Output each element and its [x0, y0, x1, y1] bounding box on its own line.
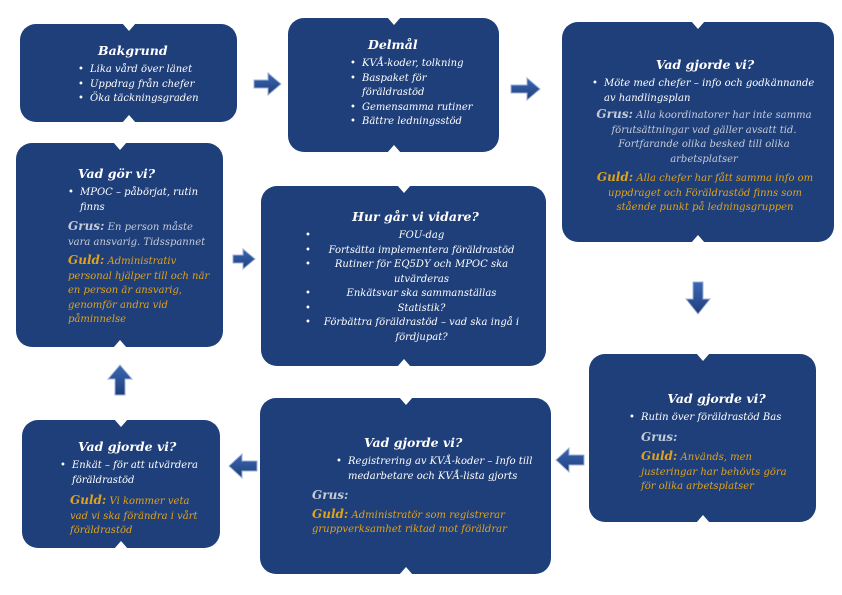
arrow-right-1 — [253, 71, 282, 97]
guld-text: Vi kommer veta vad vi ska förändra i vår… — [70, 496, 198, 537]
box-notch — [114, 541, 128, 549]
arrow-right-3 — [232, 247, 256, 271]
guld-label: Guld: — [596, 170, 634, 185]
arrow-left-2 — [228, 452, 258, 480]
list-item: Gemensamma rutiner — [350, 101, 489, 116]
box-notch — [396, 359, 411, 367]
box-notch — [691, 235, 705, 243]
arrow-down-1 — [684, 281, 712, 315]
grus-text: En person måste vara ansvarig. Tidsspann… — [68, 222, 206, 248]
guld-label: Guld: — [68, 253, 105, 268]
box-vad-gor: Vad gör vi? MPOC – påbörjat, rutin finns… — [16, 142, 223, 348]
item-list: Registrering av KVÅ-koder – Info till me… — [312, 455, 535, 484]
list-item: FOU-dag — [305, 229, 526, 244]
box-title: Vad gjorde vi? — [364, 435, 463, 450]
arrow-right-2 — [510, 76, 541, 102]
guld-text: Alla chefer har fått samma info om uppdr… — [608, 173, 814, 214]
guld-text: Administratör som registrerar gruppverks… — [312, 509, 507, 536]
list-item: Öka täckningsgraden — [78, 92, 227, 107]
list-item: Bättre ledningsstöd — [350, 115, 489, 130]
list-item: Registrering av KVÅ-koder – Info till me… — [336, 455, 535, 484]
list-item: Statistik? — [305, 302, 526, 317]
item-list: FOU-dag Fortsätta implementera föräldras… — [305, 229, 526, 345]
box-notch — [121, 115, 136, 123]
arrow-left-1 — [555, 446, 585, 474]
box-notch — [396, 185, 411, 193]
box-title: Delmål — [368, 37, 418, 52]
box-hur-gar: Hur går vi vidare? FOU-dag Fortsätta imp… — [261, 185, 546, 367]
list-item: Enkät – för att utvärdera föräldrastöd — [60, 459, 210, 488]
list-item: Lika vård över länet — [78, 63, 227, 78]
box-title: Hur går vi vidare? — [352, 209, 479, 224]
box-vad-gjorde-1: Vad gjorde vi? Möte med chefer – info oc… — [562, 21, 834, 243]
item-list: KVÅ-koder, tolkning Baspaket för föräldr… — [350, 57, 489, 130]
box-notch — [695, 353, 710, 361]
grus-label: Grus: — [312, 488, 349, 503]
box-notch — [398, 567, 413, 575]
list-item: KVÅ-koder, tolkning — [350, 57, 489, 72]
item-list: Möte med chefer – info och godkännande a… — [592, 77, 818, 106]
box-notch — [695, 515, 710, 523]
guld-label: Guld: — [312, 506, 349, 521]
guld-label: Guld: — [641, 449, 678, 464]
box-notch — [398, 397, 413, 405]
grus-label: Grus: — [641, 429, 678, 444]
list-item: Möte med chefer – info och godkännande a… — [592, 77, 818, 106]
box-notch — [386, 17, 401, 25]
box-vad-gjorde-3: Vad gjorde vi? Registrering av KVÅ-koder… — [260, 397, 551, 575]
box-notch — [386, 145, 401, 153]
box-notch — [112, 142, 127, 150]
box-title: Vad gör vi? — [78, 166, 156, 181]
list-item: Rutin över föräldrastöd Bas — [629, 411, 804, 426]
box-notch — [691, 21, 705, 29]
item-list: Rutin över föräldrastöd Bas — [629, 411, 804, 426]
grus-label: Grus: — [68, 219, 105, 234]
box-notch — [121, 23, 136, 31]
box-title: Vad gjorde vi? — [655, 57, 755, 72]
grus-text: Alla koordinatorer har inte samma föruts… — [611, 110, 812, 165]
guld-text: Används, men justeringar har behövts gör… — [641, 452, 787, 493]
box-notch — [114, 419, 128, 427]
arrow-up-1 — [106, 364, 134, 396]
guld-text: Administrativ personal hjälper till och … — [68, 256, 210, 326]
box-title: Vad gjorde vi? — [78, 439, 177, 454]
box-vad-gjorde-4: Vad gjorde vi? Enkät – för att utvärdera… — [22, 419, 220, 549]
list-item: Uppdrag från chefer — [78, 78, 227, 93]
guld-label: Guld: — [70, 493, 107, 508]
box-delmal: Delmål KVÅ-koder, tolkning Baspaket för … — [288, 17, 499, 153]
item-list: Enkät – för att utvärdera föräldrastöd — [60, 459, 210, 488]
box-title: Vad gjorde vi? — [667, 391, 766, 406]
grus-label: Grus: — [596, 107, 633, 122]
item-list: MPOC – påbörjat, rutin finns — [68, 186, 213, 215]
list-item: Rutiner för EQ5DY och MPOC ska utvärdera… — [305, 258, 526, 287]
list-item: Baspaket för föräldrastöd — [350, 72, 489, 101]
box-title: Bakgrund — [98, 43, 168, 58]
box-notch — [112, 340, 127, 348]
list-item: Enkätsvar ska sammanställas — [305, 287, 526, 302]
box-vad-gjorde-2: Vad gjorde vi? Rutin över föräldrastöd B… — [589, 353, 816, 523]
list-item: Fortsätta implementera föräldrastöd — [305, 244, 526, 259]
item-list: Lika vård över länet Uppdrag från chefer… — [78, 63, 227, 107]
list-item: Förbättra föräldrastöd – vad ska ingå i … — [305, 316, 526, 345]
list-item: MPOC – påbörjat, rutin finns — [68, 186, 213, 215]
box-bakgrund: Bakgrund Lika vård över länet Uppdrag fr… — [20, 23, 237, 123]
